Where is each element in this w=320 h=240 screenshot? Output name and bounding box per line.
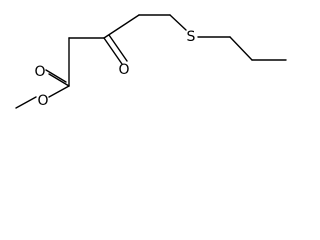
bond-ketone-double-2 xyxy=(108,34,128,62)
ester-carbonyl-oxygen-label: O xyxy=(34,64,45,80)
molecule-structure: O O O S xyxy=(15,14,287,109)
bond-ketone-double-1 xyxy=(103,37,123,65)
ester-oxygen-label: O xyxy=(37,93,48,109)
ketone-oxygen-label: O xyxy=(118,62,129,78)
bond-ester-carbonyl-double-2 xyxy=(45,69,67,83)
bond-ketone-carbon-methylene xyxy=(103,14,140,39)
bond-propyl-1 xyxy=(229,36,253,61)
bond-methyl-oxygen xyxy=(15,96,37,109)
bond-oxygen-ester-carbon xyxy=(48,85,70,98)
bond-ester-carbonyl-double-1 xyxy=(48,73,70,87)
bond-methylene-sulfur xyxy=(169,14,187,31)
sulfur-label: S xyxy=(187,29,196,45)
